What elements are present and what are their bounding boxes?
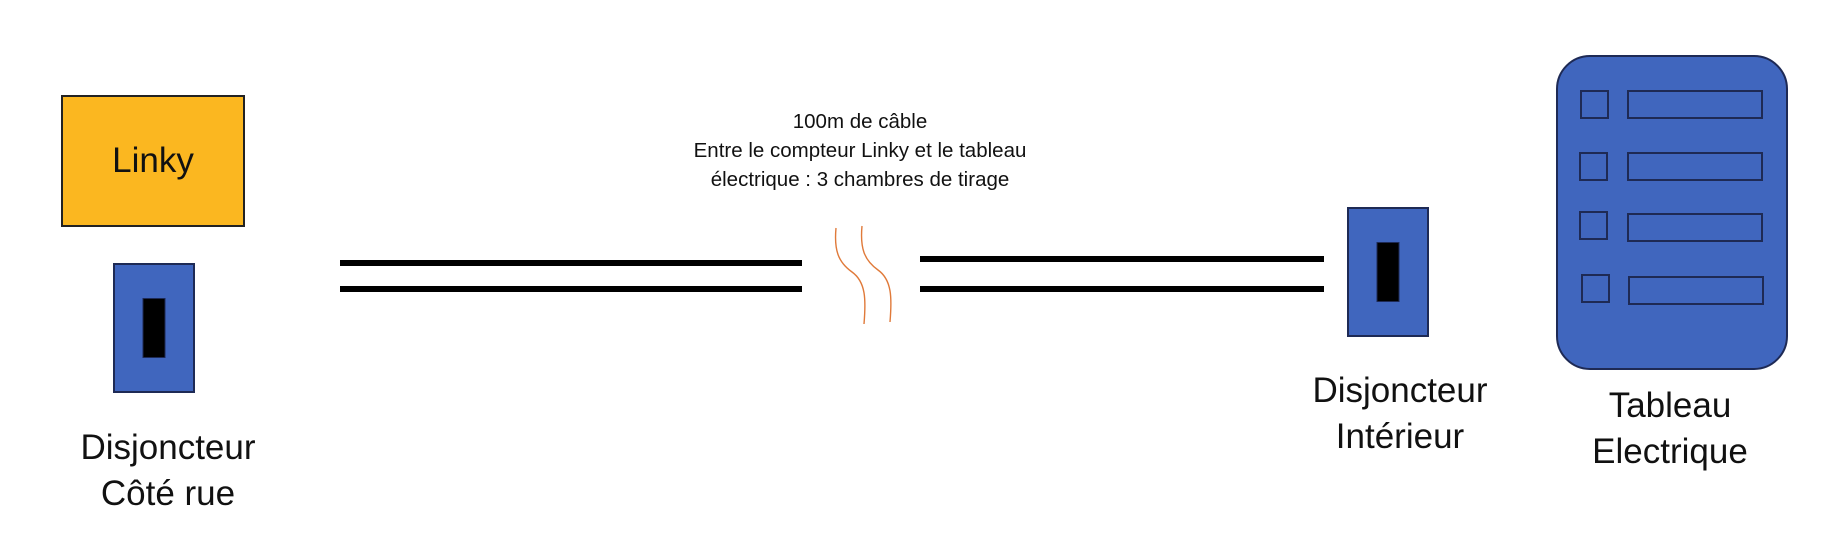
electrical-panel [1556, 55, 1788, 370]
breaker-interior-switch [1376, 242, 1400, 302]
breaker-street [113, 263, 195, 393]
cable-wire-right-top [920, 256, 1324, 262]
panel-breaker-bar [1627, 152, 1763, 181]
panel-breaker-bar [1628, 276, 1764, 305]
breaker-street-switch [142, 298, 166, 358]
panel-breaker-square [1580, 90, 1609, 119]
breaker-interior [1347, 207, 1429, 337]
panel-label-line2: Electrique [1592, 432, 1748, 471]
breaker-street-label-line2: Côté rue [100, 474, 236, 513]
linky-meter: Linky [61, 95, 245, 227]
panel-breaker-bar [1627, 90, 1763, 119]
cable-wire-left-bottom [340, 286, 802, 292]
breaker-street-label-line1: Disjoncteur [80, 428, 256, 467]
breaker-interior-label-line2: Intérieur [1335, 417, 1465, 456]
cable-break-icon [834, 225, 892, 325]
panel-breaker-square [1581, 274, 1610, 303]
panel-breaker-square [1579, 152, 1608, 181]
breaker-interior-label-line1: Disjoncteur [1312, 371, 1488, 410]
linky-label: Linky [112, 141, 194, 180]
panel-label-line1: Tableau [1608, 386, 1732, 425]
cable-note-line1: 100m de câble [792, 110, 928, 133]
breaker-street-label: Disjoncteur Côté rue [40, 425, 296, 517]
panel-breaker-square [1579, 211, 1608, 240]
cable-note: 100m de câble Entre le compteur Linky et… [650, 107, 1070, 194]
panel-label: Tableau Electrique [1540, 383, 1800, 475]
cable-wire-left-top [340, 260, 802, 266]
panel-breaker-bar [1627, 213, 1763, 242]
breaker-interior-label: Disjoncteur Intérieur [1290, 368, 1510, 460]
cable-wire-right-bottom [920, 286, 1324, 292]
cable-note-line3: électrique : 3 chambres de tirage [710, 168, 1010, 191]
cable-note-line2: Entre le compteur Linky et le tableau [693, 139, 1027, 162]
